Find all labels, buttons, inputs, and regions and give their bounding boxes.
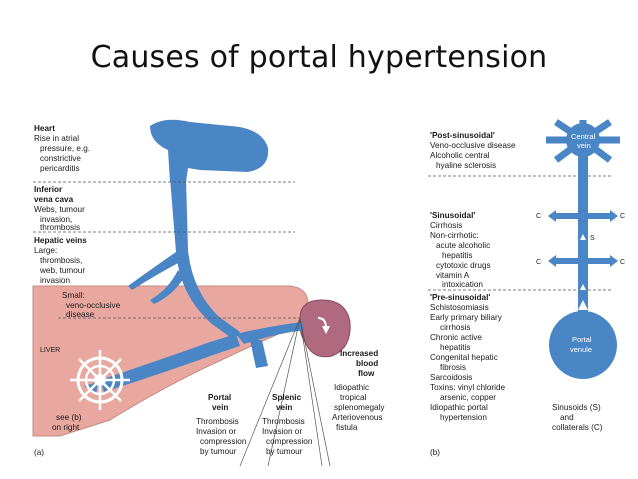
central-vein (546, 119, 620, 163)
central-vein-label: Central vein (571, 126, 600, 150)
pre-sinusoidal-label: 'Pre-sinusoidal' Schistosomiasis Early p… (430, 287, 510, 422)
collateral-c-left: C (536, 213, 541, 220)
post-sinusoidal-label: 'Post-sinusoidal' Veno-occlusive disease… (430, 125, 520, 170)
collateral-lower (548, 250, 618, 272)
sinusoid-s-label: S (590, 235, 595, 242)
ivc-vessel (170, 178, 240, 340)
sinusoid-arrow (580, 234, 586, 240)
sinusoid-arrow-2 (580, 284, 586, 290)
liver-label: LIVER (40, 347, 60, 354)
portal-venule (549, 311, 617, 379)
heart-shape (150, 119, 269, 182)
portal-venule-label: Portal venule (570, 329, 596, 354)
hepatic-veins-label: Hepatic veins Large: thrombosis, web, tu… (34, 230, 91, 285)
hepatic-vein-branch (150, 270, 184, 304)
panel-b-label: (b) (430, 448, 440, 457)
liver-lobule (70, 350, 130, 410)
portal-vein-vessel (100, 334, 240, 392)
sinusoidal-label: 'Sinusoidal' Cirrhosis Non-cirrhotic: ac… (430, 205, 495, 289)
panel-a-label: (a) (34, 448, 44, 457)
splenic-vein-vessel (236, 322, 304, 344)
increased-flow-causes: Idiopathic tropical splenomegaly Arterio… (332, 377, 389, 432)
heart-label: Heart Rise in atrial pressure, e.g. cons… (34, 118, 95, 173)
increased-flow-label: Increased blood flow (340, 343, 383, 378)
see-b-label: see (b) on right (52, 407, 86, 432)
slide-title: Causes of portal hypertension (90, 40, 548, 75)
portal-vein-causes: Thrombosis Invasion or compression by tu… (196, 411, 251, 456)
portal-vein-label: Portal vein (208, 387, 236, 412)
hepatic-vein (128, 252, 180, 290)
venule-arrow (578, 300, 588, 310)
sinusoids-legend: Sinusoids (S) and collaterals (C) (552, 397, 605, 432)
small-veins-label: Small: veno-occlusive disease (62, 285, 125, 319)
collateral-c-right-2: C (620, 259, 625, 266)
collateral-upper (548, 205, 618, 227)
collateral-c-left-2: C (536, 259, 541, 266)
ivc-label: Inferior vena cava Webs, tumour invasion… (34, 179, 89, 232)
splenic-vein-branch (250, 340, 268, 368)
splenic-vein-causes: Thrombosis Invasion or compression by tu… (262, 411, 317, 456)
splenic-vein-label: Splenic vein (272, 387, 306, 412)
spleen-arrow-head (322, 326, 330, 334)
collateral-c-right: C (620, 213, 625, 220)
